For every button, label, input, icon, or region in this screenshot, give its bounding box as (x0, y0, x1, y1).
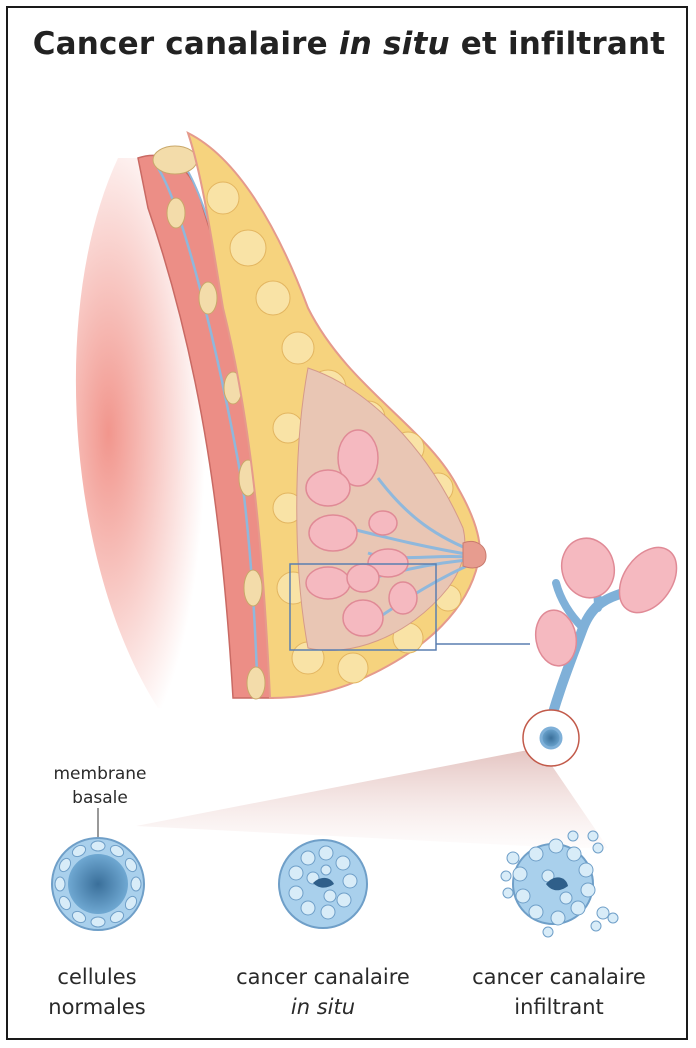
normal-label-line1: cellules (22, 962, 172, 992)
in-situ-label: cancer canalaire in situ (218, 962, 428, 1022)
in-situ-duct-cross-section (279, 840, 367, 928)
infiltrant-label-line1: cancer canalaire (454, 962, 664, 992)
in-situ-label-line2: in situ (218, 992, 428, 1022)
membrane-label-line2: basale (30, 786, 170, 810)
anatomy-illustration (8, 8, 688, 1040)
infiltrant-label-line2: infiltrant (454, 992, 664, 1022)
infiltrant-label: cancer canalaire infiltrant (454, 962, 664, 1022)
normal-label-line2: normales (22, 992, 172, 1022)
membrane-label: membrane basale (30, 762, 170, 810)
duct-section (541, 728, 561, 748)
membrane-label-line1: membrane (30, 762, 170, 786)
normal-duct-cross-section (52, 838, 144, 930)
zoom-cone (136, 750, 608, 848)
nipple (463, 541, 486, 567)
in-situ-label-line1: cancer canalaire (218, 962, 428, 992)
infiltrant-duct-cross-section (501, 831, 618, 937)
breast-cross-section-illustration (76, 133, 530, 708)
normal-cells-label: cellules normales (22, 962, 172, 1022)
figure-frame: Cancer canalaire in situ et infiltrant (6, 6, 688, 1040)
